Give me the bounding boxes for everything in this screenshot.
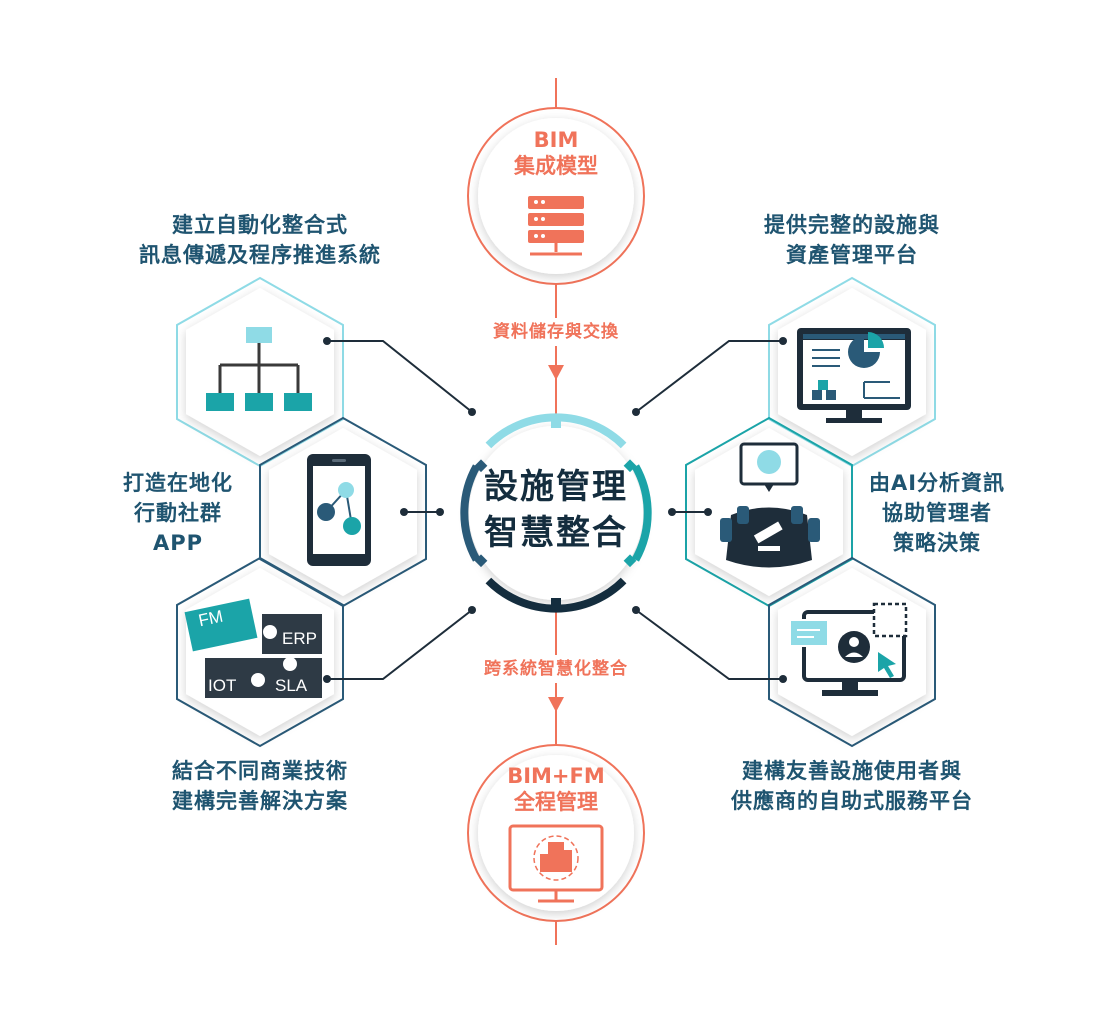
puzzle-integration-icon: FM ERP IOT SLA bbox=[184, 598, 322, 698]
label-right-mid-line2: 協助管理者 bbox=[882, 501, 992, 525]
label-left-mid-line3: APP bbox=[152, 531, 204, 555]
puzzle-label-iot: IOT bbox=[208, 676, 236, 695]
connector-dots bbox=[323, 337, 787, 683]
puzzle-label-sla: SLA bbox=[275, 676, 308, 695]
label-right-top-line2: 資產管理平台 bbox=[786, 243, 918, 267]
connector-lines bbox=[327, 340, 783, 680]
ai-meeting-decision-icon bbox=[720, 442, 820, 568]
label-right-bottom: 建構友善設施使用者與 供應商的自助式服務平台 bbox=[692, 756, 1012, 816]
puzzle-label-fm: FM bbox=[197, 607, 225, 631]
bottom-circle-title: BIM+FM 全程管理 bbox=[476, 763, 636, 815]
center-ring bbox=[460, 413, 652, 613]
label-left-mid: 打造在地化 行動社群 APP bbox=[108, 468, 248, 558]
center-title: 設施管理 智慧整合 bbox=[466, 464, 646, 556]
label-right-mid-line1: 由AI分析資訊 bbox=[868, 471, 1006, 495]
top-circle-line2: 集成模型 bbox=[514, 154, 598, 178]
hex-right-bottom bbox=[768, 556, 936, 748]
server-icon bbox=[528, 196, 584, 256]
mobile-social-app-icon bbox=[307, 454, 371, 566]
puzzle-label-erp: ERP bbox=[282, 629, 317, 648]
label-right-bottom-line2: 供應商的自助式服務平台 bbox=[731, 789, 973, 813]
arrow-down-top-icon bbox=[548, 365, 564, 380]
label-left-top-line1: 建立自動化整合式 bbox=[172, 213, 348, 237]
org-chart-icon bbox=[206, 327, 312, 411]
bottom-circle-line1: BIM+FM bbox=[507, 764, 605, 788]
connector-label-bottom: 跨系統智慧化整合 bbox=[456, 655, 656, 683]
label-left-top: 建立自動化整合式 訊息傳遞及程序推進系統 bbox=[110, 210, 410, 270]
hex-right-mid bbox=[685, 416, 853, 608]
label-right-bottom-line1: 建構友善設施使用者與 bbox=[742, 759, 962, 783]
hex-left-top bbox=[176, 276, 344, 468]
label-left-bottom-line1: 結合不同商業技術 bbox=[172, 759, 348, 783]
self-service-monitor-icon bbox=[789, 602, 908, 696]
hex-left-mid bbox=[259, 416, 427, 608]
top-circle-line1: BIM bbox=[533, 128, 579, 152]
label-left-bottom: 結合不同商業技術 建構完善解決方案 bbox=[110, 756, 410, 816]
label-right-mid-line3: 策略決策 bbox=[893, 531, 981, 555]
hex-left-bottom: FM ERP IOT SLA bbox=[176, 556, 344, 748]
arrow-down-bottom-icon bbox=[548, 697, 564, 712]
label-left-mid-line1: 打造在地化 bbox=[123, 471, 233, 495]
label-right-top: 提供完整的設施與 資產管理平台 bbox=[702, 210, 1002, 270]
dashboard-monitor-icon bbox=[797, 328, 911, 423]
hex-right-top bbox=[768, 276, 936, 468]
bottom-circle-line2: 全程管理 bbox=[514, 790, 598, 814]
label-left-top-line2: 訊息傳遞及程序推進系統 bbox=[139, 243, 381, 267]
center-title-line1: 設施管理 bbox=[484, 467, 628, 507]
connector-label-top: 資料儲存與交換 bbox=[466, 318, 646, 346]
label-right-top-line1: 提供完整的設施與 bbox=[764, 213, 940, 237]
center-title-line2: 智慧整合 bbox=[484, 513, 628, 553]
label-right-mid: 由AI分析資訊 協助管理者 策略決策 bbox=[852, 468, 1022, 558]
label-left-bottom-line2: 建構完善解決方案 bbox=[172, 789, 348, 813]
building-lifecycle-monitor-icon bbox=[508, 824, 604, 903]
top-circle bbox=[467, 107, 645, 285]
bottom-circle bbox=[467, 744, 645, 922]
top-circle-title: BIM 集成模型 bbox=[476, 127, 636, 179]
label-left-mid-line2: 行動社群 bbox=[134, 501, 222, 525]
